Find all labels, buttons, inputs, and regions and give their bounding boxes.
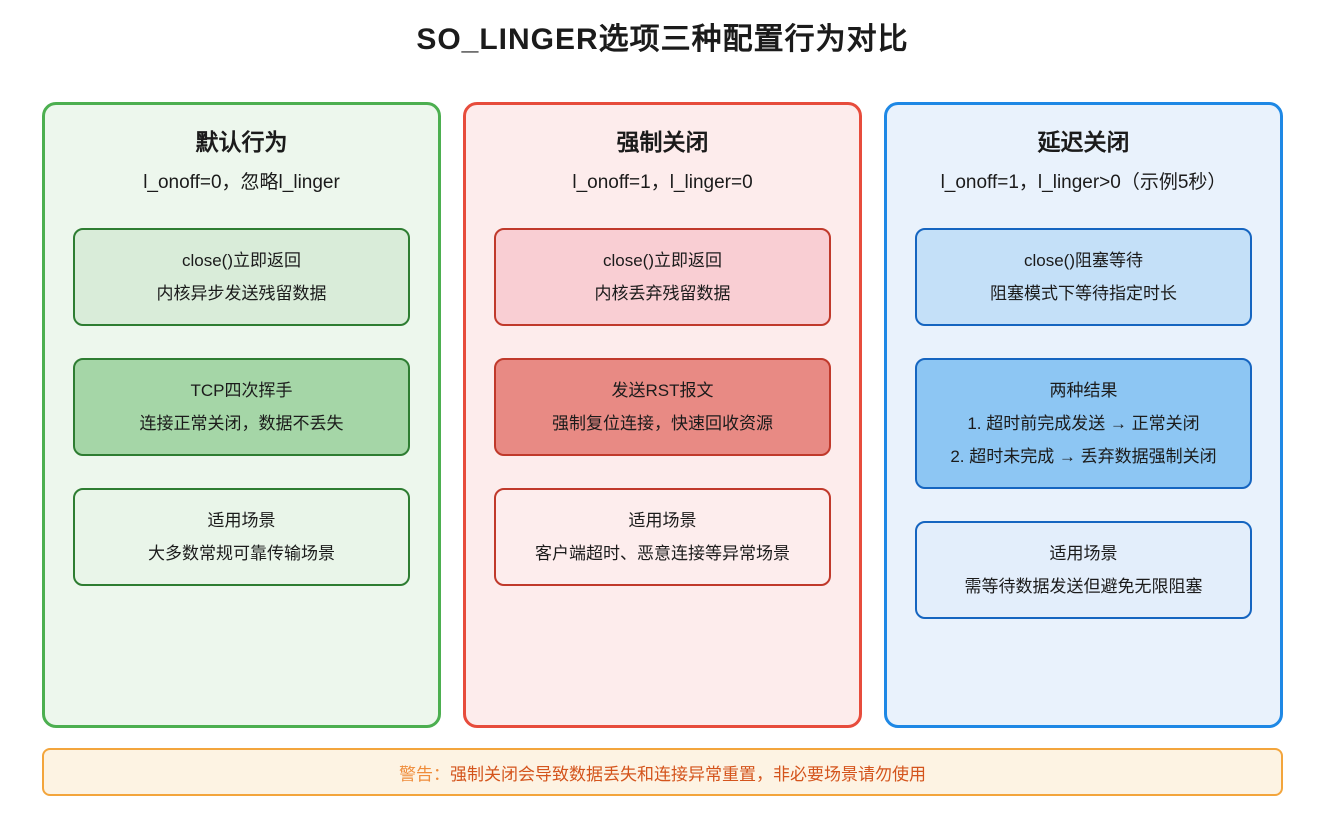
box-line: 大多数常规可靠传输场景 (148, 544, 335, 563)
info-box-close-block: close()阻塞等待 阻塞模式下等待指定时长 (915, 228, 1252, 326)
box-line: 2. 超时未完成 → 丢弃数据强制关闭 (950, 447, 1217, 466)
box-line: 适用场景 (628, 511, 697, 530)
comparison-panels: 默认行为 l_onoff=0，忽略l_linger close()立即返回 内核… (0, 102, 1325, 728)
warning-text: 强制关闭会导致数据丢失和连接异常重置，非必要场景请勿使用 (450, 764, 926, 784)
info-box-tcp-handshake: TCP四次挥手 连接正常关闭，数据不丢失 (73, 358, 410, 456)
box-line: 1. 超时前完成发送 → 正常关闭 (967, 414, 1200, 433)
info-box-close-discard: close()立即返回 内核丢弃残留数据 (494, 228, 831, 326)
box-line: 需等待数据发送但避免无限阻塞 (964, 577, 1203, 596)
box-line: 连接正常关闭，数据不丢失 (139, 414, 344, 433)
box-line: 适用场景 (1049, 544, 1118, 563)
box-line: close()立即返回 (181, 251, 301, 270)
box-line: close()立即返回 (602, 251, 722, 270)
box-line: 适用场景 (207, 511, 276, 530)
info-box-rst: 发送RST报文 强制复位连接，快速回收资源 (494, 358, 831, 456)
warning-label: 警告： (399, 764, 450, 784)
panel-title-force: 强制关闭 (616, 129, 709, 155)
panel-delayed-close: 延迟关闭 l_onoff=1，l_linger>0（示例5秒） close()阻… (884, 102, 1283, 728)
box-line: 阻塞模式下等待指定时长 (990, 284, 1177, 303)
page-title: SO_LINGER选项三种配置行为对比 (416, 23, 909, 56)
panel-subtitle-delayed: l_onoff=1，l_linger>0（示例5秒） (940, 172, 1227, 193)
box-line: 强制复位连接，快速回收资源 (552, 414, 773, 433)
box-line: 两种结果 (1049, 381, 1118, 400)
info-box-two-outcomes: 两种结果 1. 超时前完成发送 → 正常关闭 2. 超时未完成 → 丢弃数据强制… (915, 358, 1252, 489)
panel-title-default: 默认行为 (195, 129, 288, 155)
panel-subtitle-force: l_onoff=1，l_linger=0 (572, 172, 753, 193)
panel-title-delayed: 延迟关闭 (1037, 129, 1130, 155)
info-box-use-case-default: 适用场景 大多数常规可靠传输场景 (73, 488, 410, 586)
box-line: TCP四次挥手 (190, 381, 293, 400)
box-line: 内核丢弃残留数据 (594, 284, 731, 303)
info-box-use-case-force: 适用场景 客户端超时、恶意连接等异常场景 (494, 488, 831, 586)
panel-force-close: 强制关闭 l_onoff=1，l_linger=0 close()立即返回 内核… (463, 102, 862, 728)
panel-default-behavior: 默认行为 l_onoff=0，忽略l_linger close()立即返回 内核… (42, 102, 441, 728)
warning-banner: 警告： 强制关闭会导致数据丢失和连接异常重置，非必要场景请勿使用 (42, 748, 1283, 796)
box-line: 内核异步发送残留数据 (156, 284, 327, 303)
box-line: 发送RST报文 (611, 381, 714, 400)
box-line: close()阻塞等待 (1023, 251, 1143, 270)
panel-subtitle-default: l_onoff=0，忽略l_linger (143, 172, 340, 193)
info-box-close-return: close()立即返回 内核异步发送残留数据 (73, 228, 410, 326)
box-line: 客户端超时、恶意连接等异常场景 (535, 544, 790, 563)
info-box-use-case-delayed: 适用场景 需等待数据发送但避免无限阻塞 (915, 521, 1252, 619)
